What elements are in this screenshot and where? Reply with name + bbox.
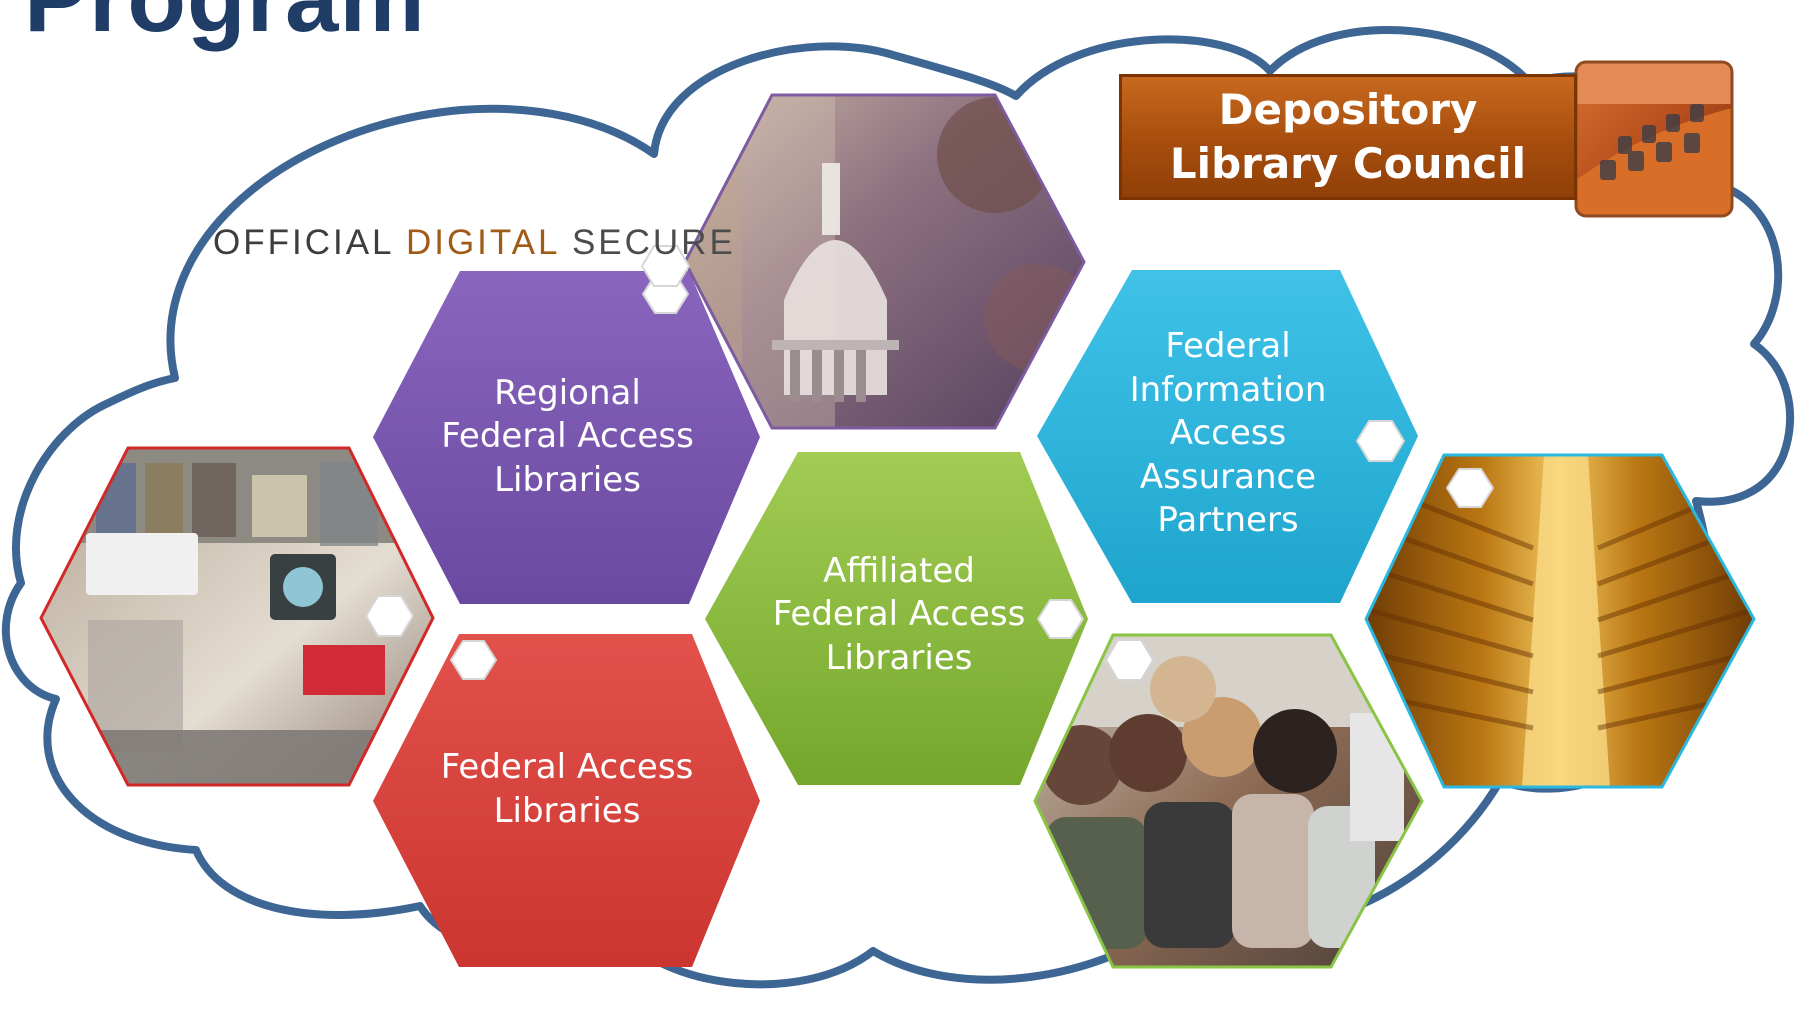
tagline-word-official: OFFICIAL (213, 223, 394, 262)
connector-display (364, 595, 415, 637)
federal-access-hex-label: Federal Access Libraries (440, 747, 694, 831)
capitol-photo-hex (683, 93, 1086, 430)
depository-library-council-box: Depository Library Council (1119, 74, 1577, 200)
tagline: OFFICIAL DIGITAL SECURE (213, 223, 736, 263)
regional-hex-label: Regional Federal Access Libraries (441, 372, 694, 500)
affiliated-hex (705, 452, 1088, 785)
connector-regional (640, 245, 691, 287)
affiliated-hex-label: Affiliated Federal Access Libraries (772, 550, 1026, 678)
federal-access-hex (373, 634, 760, 967)
connector-affiliated (1036, 599, 1085, 639)
connector-stacks (1445, 468, 1495, 508)
council-chamber-photo (1574, 60, 1734, 218)
tagline-word-digital: DIGITAL (405, 223, 560, 262)
archive-stacks-photo-hex (1364, 453, 1756, 789)
connector-federal-access (449, 640, 498, 680)
tagline-word-secure: SECURE (571, 223, 736, 262)
page-title: Program (24, 0, 426, 52)
regional-hex (373, 271, 760, 604)
fiaap-hex-label: Federal Information Access Assurance Par… (1129, 326, 1327, 541)
connector-students (1104, 639, 1155, 681)
connector-hexes (364, 245, 1495, 681)
students-computers-photo-hex (1033, 633, 1424, 969)
connector-fiaap (1355, 420, 1406, 462)
fiaap-hex (1037, 270, 1418, 603)
